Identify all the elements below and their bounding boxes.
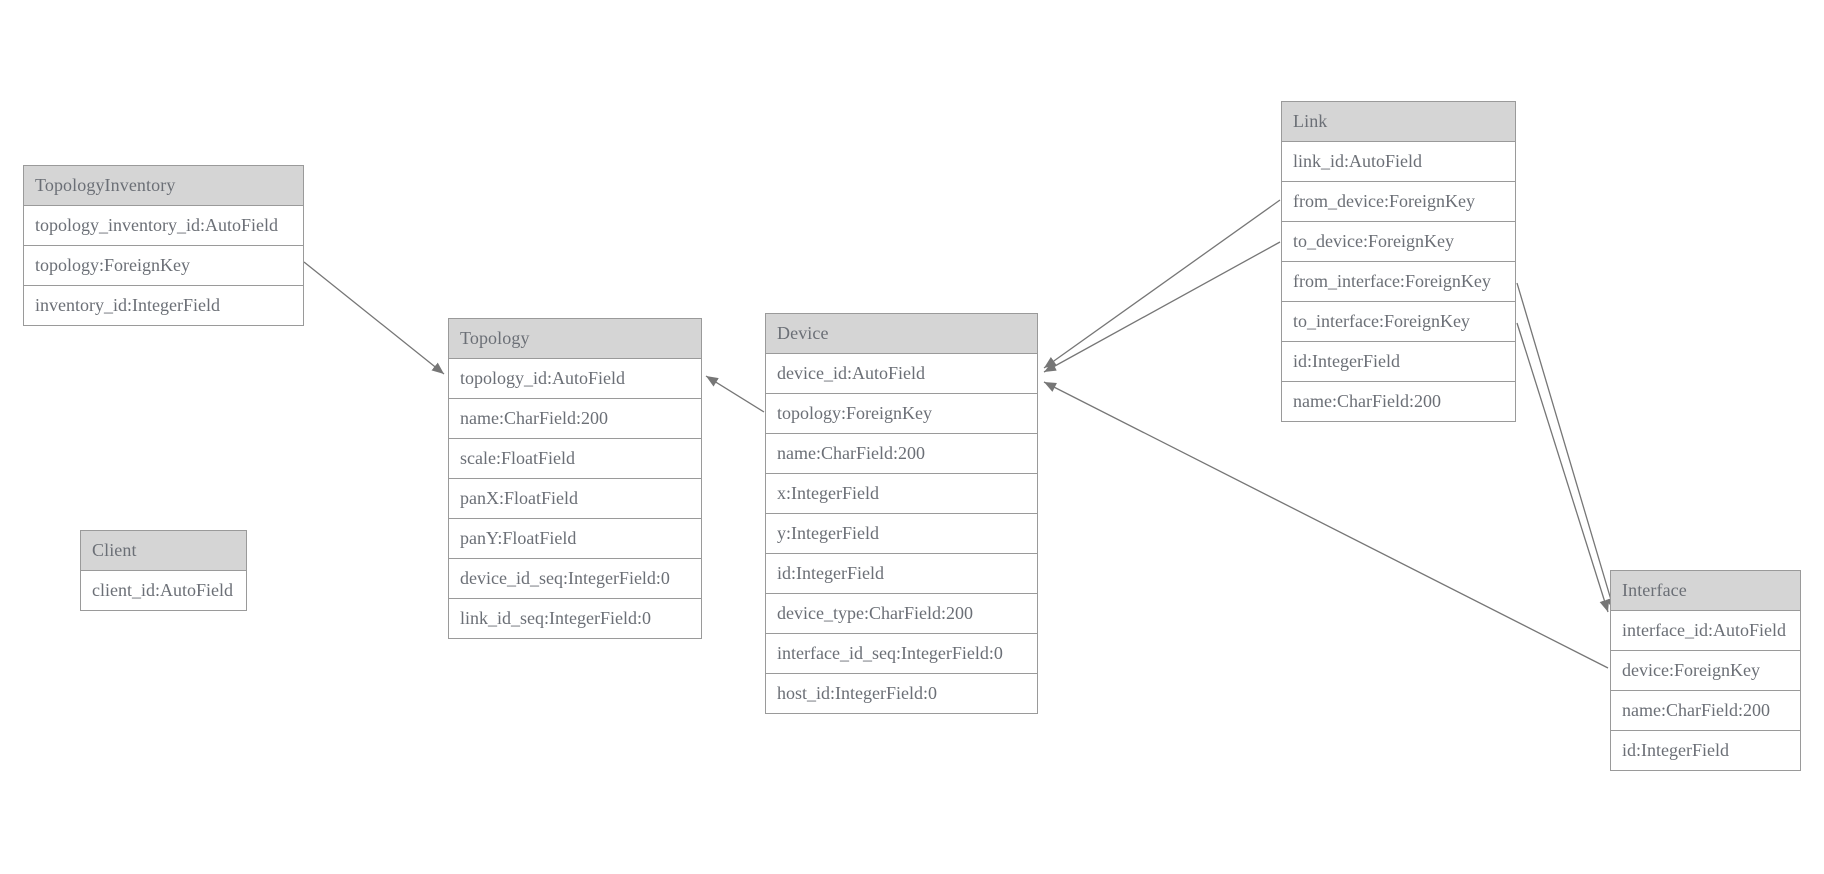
entity-field: to_device:ForeignKey [1282,222,1515,262]
entity-field: host_id:IntegerField:0 [766,674,1037,713]
entity-field: panX:FloatField [449,479,701,519]
entity-field: interface_id:AutoField [1611,611,1800,651]
entity-topology[interactable]: Topology topology_id:AutoField name:Char… [448,318,702,639]
entity-title: Interface [1611,571,1800,611]
entity-field: to_interface:ForeignKey [1282,302,1515,342]
entity-field: name:CharField:200 [766,434,1037,474]
entity-field: from_device:ForeignKey [1282,182,1515,222]
entity-field: interface_id_seq:IntegerField:0 [766,634,1037,674]
entity-field: topology_id:AutoField [449,359,701,399]
entity-interface[interactable]: Interface interface_id:AutoField device:… [1610,570,1801,771]
entity-client[interactable]: Client client_id:AutoField [80,530,247,611]
entity-title: Link [1282,102,1515,142]
entity-title: TopologyInventory [24,166,303,206]
entity-field: id:IntegerField [1282,342,1515,382]
entity-title: Device [766,314,1037,354]
edge-link-from-device [1043,199,1281,369]
entity-field: id:IntegerField [1611,731,1800,770]
entity-field: device:ForeignKey [1611,651,1800,691]
entity-field: scale:FloatField [449,439,701,479]
entity-field: from_interface:ForeignKey [1282,262,1515,302]
entity-field: name:CharField:200 [1282,382,1515,421]
entity-device[interactable]: Device device_id:AutoField topology:Fore… [765,313,1038,714]
entity-link[interactable]: Link link_id:AutoField from_device:Forei… [1281,101,1516,422]
edge-link-to-device [1043,241,1281,373]
edge-link-from-interface [1516,282,1616,611]
entity-field: name:CharField:200 [1611,691,1800,731]
entity-field: panY:FloatField [449,519,701,559]
edge-link-to-interface [1516,322,1610,613]
entity-field: id:IntegerField [766,554,1037,594]
entity-field: topology:ForeignKey [766,394,1037,434]
entity-field: topology_inventory_id:AutoField [24,206,303,246]
entity-field: topology:ForeignKey [24,246,303,286]
edge-interface-device [1043,381,1609,669]
entity-field: link_id:AutoField [1282,142,1515,182]
entity-field: y:IntegerField [766,514,1037,554]
entity-field: x:IntegerField [766,474,1037,514]
entity-title: Topology [449,319,701,359]
entity-field: link_id_seq:IntegerField:0 [449,599,701,638]
entity-field: device_id:AutoField [766,354,1037,394]
entity-field: client_id:AutoField [81,571,246,610]
edge-topologyinventory-topology [303,261,445,375]
entity-field: device_id_seq:IntegerField:0 [449,559,701,599]
entity-field: inventory_id:IntegerField [24,286,303,325]
entity-title: Client [81,531,246,571]
entity-topologyinventory[interactable]: TopologyInventory topology_inventory_id:… [23,165,304,326]
edge-device-topology [705,375,765,413]
entity-field: device_type:CharField:200 [766,594,1037,634]
entity-field: name:CharField:200 [449,399,701,439]
